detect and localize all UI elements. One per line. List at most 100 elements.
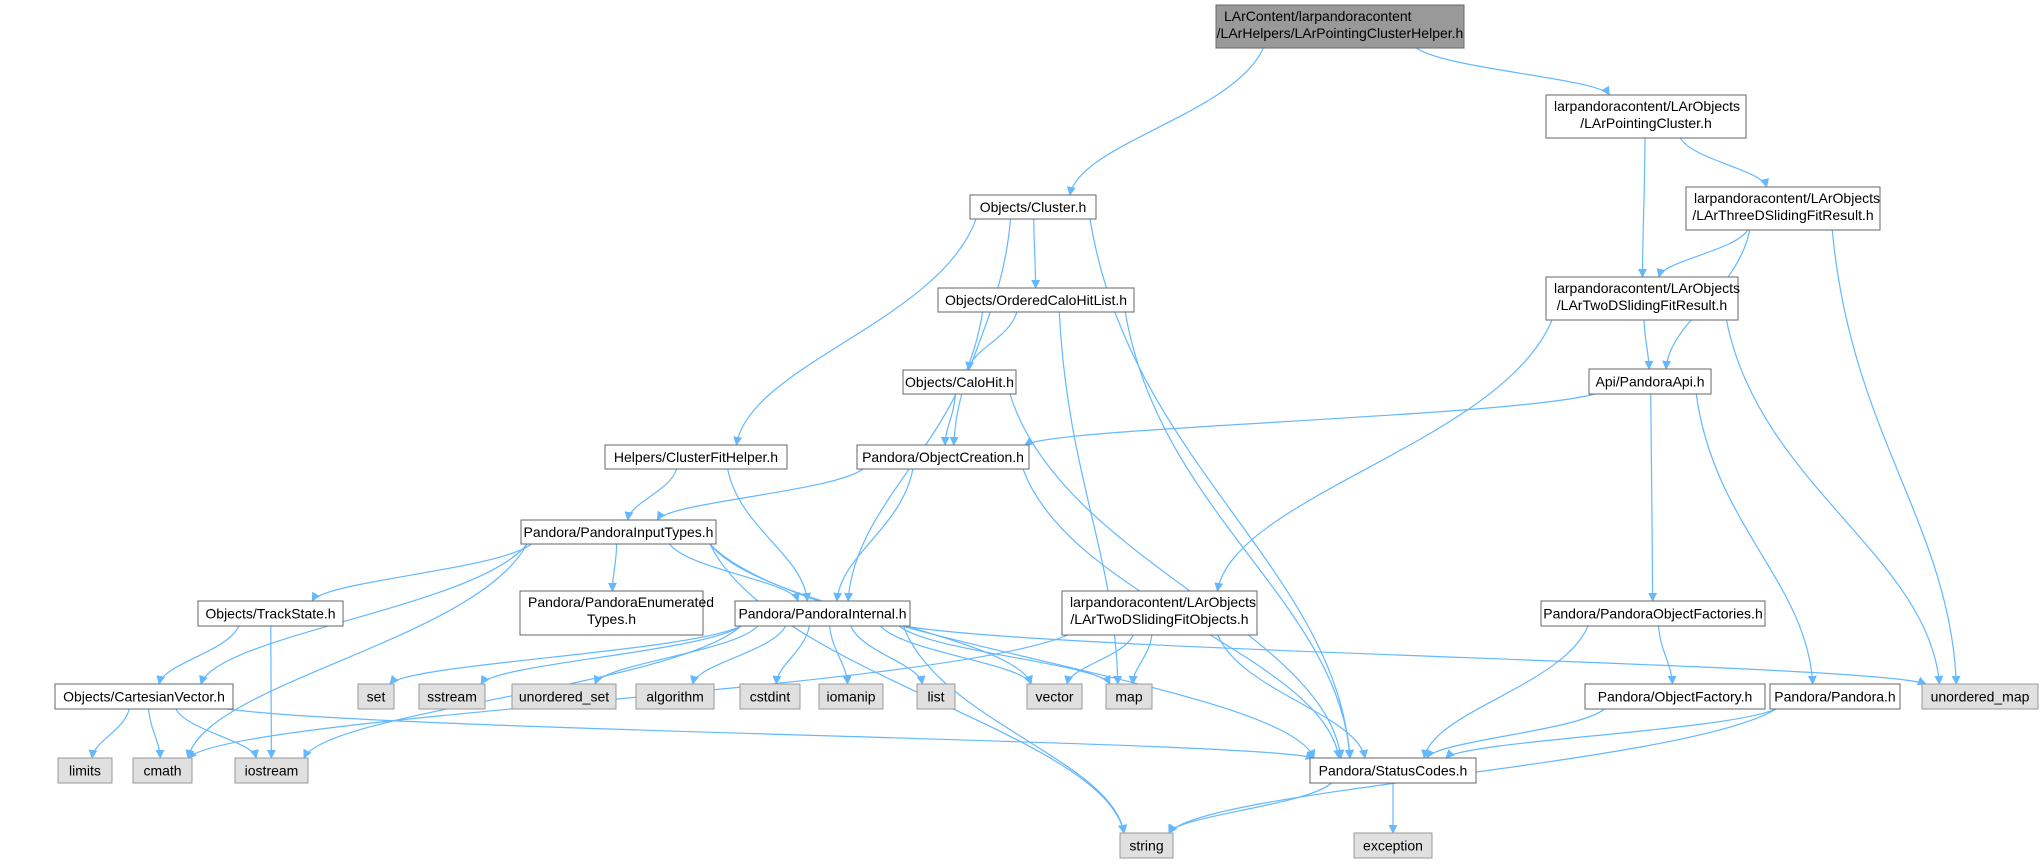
edge-objectcreation-to-pandorainternal bbox=[833, 468, 914, 602]
node-box bbox=[1545, 94, 1747, 139]
node-unordered_set[interactable]: unordered_set bbox=[511, 683, 617, 710]
node-cluster[interactable]: Objects/Cluster.h bbox=[969, 194, 1097, 220]
node-label: Pandora/PandoraEnumerated bbox=[528, 594, 714, 610]
node-label: Pandora/ObjectFactory.h bbox=[1598, 689, 1753, 705]
edge-twodsliding-to-unordered_map bbox=[1725, 319, 1944, 685]
node-box bbox=[234, 757, 309, 784]
node-label: Objects/CartesianVector.h bbox=[63, 689, 225, 705]
node-box bbox=[357, 683, 395, 710]
node-box bbox=[132, 757, 193, 784]
node-box bbox=[856, 444, 1030, 470]
node-iomanip[interactable]: iomanip bbox=[818, 683, 884, 710]
node-label: set bbox=[367, 689, 386, 705]
node-objectfactories[interactable]: Pandora/PandoraObjectFactories.h bbox=[1540, 600, 1766, 627]
node-pandorainternal[interactable]: Pandora/PandoraInternal.h bbox=[734, 600, 911, 627]
node-list[interactable]: list bbox=[916, 683, 956, 710]
edge-twodsliding-to-pandoraapi bbox=[1643, 319, 1654, 370]
edge-pandorainternal-to-vector bbox=[880, 625, 1033, 685]
edge-statuscodes-to-string bbox=[1168, 782, 1332, 834]
node-threedsliding[interactable]: larpandoracontent/LArObjects/LArThreeDSl… bbox=[1685, 186, 1881, 231]
node-box bbox=[1309, 757, 1477, 784]
edge-pandorainternal-to-iostream bbox=[303, 625, 742, 759]
edge-inputtypes-to-trackstate bbox=[311, 543, 532, 602]
node-trackstate[interactable]: Objects/TrackState.h bbox=[197, 600, 344, 627]
node-box bbox=[1353, 832, 1433, 859]
node-label: /LArTwoDSlidingFitResult.h bbox=[1557, 297, 1727, 313]
node-pandoraapi[interactable]: Api/PandoraApi.h bbox=[1588, 368, 1712, 395]
edge-cartesianvector-to-statuscodes bbox=[226, 708, 1315, 760]
edge-calohit-to-objectcreation bbox=[940, 393, 956, 446]
node-box bbox=[969, 194, 1097, 220]
edge-pandorainternal-to-algorithm bbox=[690, 625, 787, 685]
node-label: unordered_set bbox=[519, 689, 609, 705]
node-label: iostream bbox=[245, 763, 299, 779]
node-inputtypes[interactable]: Pandora/PandoraInputTypes.h bbox=[520, 519, 717, 545]
edge-pandorainternal-to-map bbox=[898, 625, 1111, 685]
edge-inputtypes-to-pandorainternal bbox=[669, 543, 800, 602]
edge-twodslidingobjects-to-statuscodes bbox=[1217, 634, 1369, 759]
node-clusterfithelper[interactable]: Helpers/ClusterFitHelper.h bbox=[604, 444, 788, 470]
node-box bbox=[1540, 600, 1766, 627]
node-box bbox=[818, 683, 884, 710]
node-cstdint[interactable]: cstdint bbox=[739, 683, 801, 710]
edge-pandorainternal-to-cstdint bbox=[772, 625, 810, 685]
node-unordered_map[interactable]: unordered_map bbox=[1921, 683, 2039, 710]
node-calohit[interactable]: Objects/CaloHit.h bbox=[902, 369, 1017, 395]
node-box bbox=[1545, 276, 1739, 321]
edge-inputtypes-to-enumeratedtypes bbox=[607, 543, 618, 592]
node-vector[interactable]: vector bbox=[1026, 683, 1083, 710]
edge-twodslidingobjects-to-vector bbox=[1064, 634, 1134, 685]
node-box bbox=[1685, 186, 1881, 231]
node-iostream[interactable]: iostream bbox=[234, 757, 309, 784]
node-statuscodes[interactable]: Pandora/StatusCodes.h bbox=[1309, 757, 1477, 784]
node-limits[interactable]: limits bbox=[57, 757, 113, 784]
edge-calohit-to-statuscodes bbox=[1009, 393, 1345, 759]
edge-pandorainternal-to-unordered_set bbox=[593, 625, 759, 685]
edge-twodslidingobjects-to-map bbox=[1128, 634, 1153, 685]
edge-orderedcalohitlist-to-calohit bbox=[965, 311, 1018, 371]
node-box bbox=[902, 369, 1017, 395]
edge-objectfactories-to-objectfactory bbox=[1657, 625, 1677, 685]
edge-inputtypes-to-cartesianvector bbox=[199, 543, 528, 685]
node-label: /LArPointingCluster.h bbox=[1580, 115, 1712, 131]
node-box bbox=[54, 683, 234, 710]
node-algorithm[interactable]: algorithm bbox=[635, 683, 715, 710]
edge-larpointingcluster-to-twodsliding bbox=[1638, 137, 1648, 278]
node-twodslidingobjects[interactable]: larpandoracontent/LArObjects/LArTwoDSlid… bbox=[1061, 590, 1258, 636]
node-larpointingcluster[interactable]: larpandoracontent/LArObjects/LArPointing… bbox=[1545, 94, 1747, 139]
edges bbox=[88, 47, 1961, 834]
node-box bbox=[520, 519, 717, 545]
node-box bbox=[734, 600, 911, 627]
node-string[interactable]: string bbox=[1119, 832, 1174, 859]
node-root: LArContent/larpandoracontent/LArHelpers/… bbox=[1215, 4, 1465, 49]
node-objectcreation[interactable]: Pandora/ObjectCreation.h bbox=[856, 444, 1030, 470]
nodes: LArContent/larpandoracontent/LArHelpers/… bbox=[54, 4, 2039, 859]
node-label: Objects/TrackState.h bbox=[205, 606, 335, 622]
node-orderedcalohitlist[interactable]: Objects/OrderedCaloHitList.h bbox=[937, 287, 1135, 313]
node-exception[interactable]: exception bbox=[1353, 832, 1433, 859]
node-cartesianvector[interactable]: Objects/CartesianVector.h bbox=[54, 683, 234, 710]
node-set[interactable]: set bbox=[357, 683, 395, 710]
edge-root-to-larpointingcluster bbox=[1416, 47, 1610, 96]
node-label: cstdint bbox=[750, 689, 791, 705]
edge-cluster-to-statuscodes bbox=[1089, 218, 1354, 759]
edge-inputtypes-to-statuscodes bbox=[709, 543, 1316, 759]
node-objectfactory[interactable]: Pandora/ObjectFactory.h bbox=[1584, 683, 1766, 710]
node-box bbox=[937, 287, 1135, 313]
node-label: Helpers/ClusterFitHelper.h bbox=[614, 449, 778, 465]
edge-objectfactory-to-statuscodes bbox=[1426, 708, 1605, 759]
node-label: exception bbox=[1363, 838, 1423, 854]
node-box bbox=[1584, 683, 1766, 710]
node-sstream[interactable]: sstream bbox=[418, 683, 486, 710]
node-map[interactable]: map bbox=[1105, 683, 1153, 710]
node-pandorah[interactable]: Pandora/Pandora.h bbox=[1769, 683, 1901, 710]
node-box bbox=[1769, 683, 1901, 710]
node-label: /LArHelpers/LArPointingClusterHelper.h bbox=[1217, 25, 1464, 41]
node-cmath[interactable]: cmath bbox=[132, 757, 193, 784]
node-twodsliding[interactable]: larpandoracontent/LArObjects/LArTwoDSlid… bbox=[1545, 276, 1740, 321]
node-label: larpandoracontent/LArObjects bbox=[1554, 280, 1740, 296]
node-label: unordered_map bbox=[1931, 689, 2030, 705]
edge-clusterfithelper-to-pandorainternal bbox=[727, 468, 812, 602]
node-box bbox=[1215, 4, 1465, 49]
